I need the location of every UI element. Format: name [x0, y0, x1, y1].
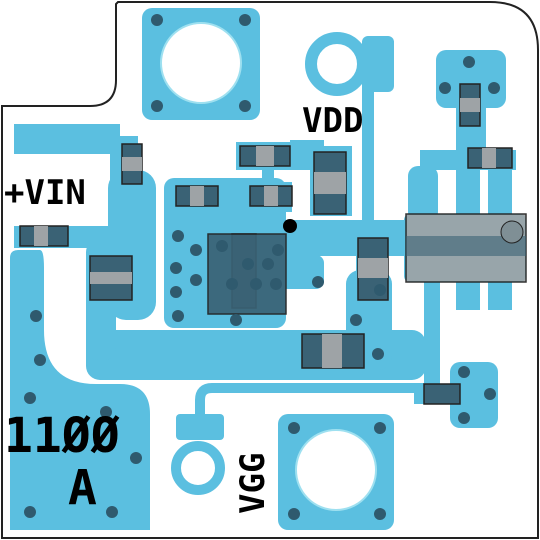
- vgg-test-loop: [171, 441, 225, 495]
- pin1-marker: [283, 219, 297, 233]
- vgg-label: VGG: [233, 453, 273, 514]
- vin-pad: [14, 124, 120, 154]
- part-number-label: 11ØØ: [4, 408, 120, 464]
- res-r7: [423, 383, 461, 405]
- vias: [24, 14, 524, 520]
- top-right-pad: [436, 50, 506, 108]
- component-pads: [19, 83, 527, 405]
- revision-label: A: [68, 460, 97, 516]
- ground-pour-left: [10, 250, 150, 530]
- vdd-label: VDD: [302, 101, 363, 141]
- bottom-right-pad: [450, 362, 498, 428]
- vin-label: +VIN: [4, 173, 86, 213]
